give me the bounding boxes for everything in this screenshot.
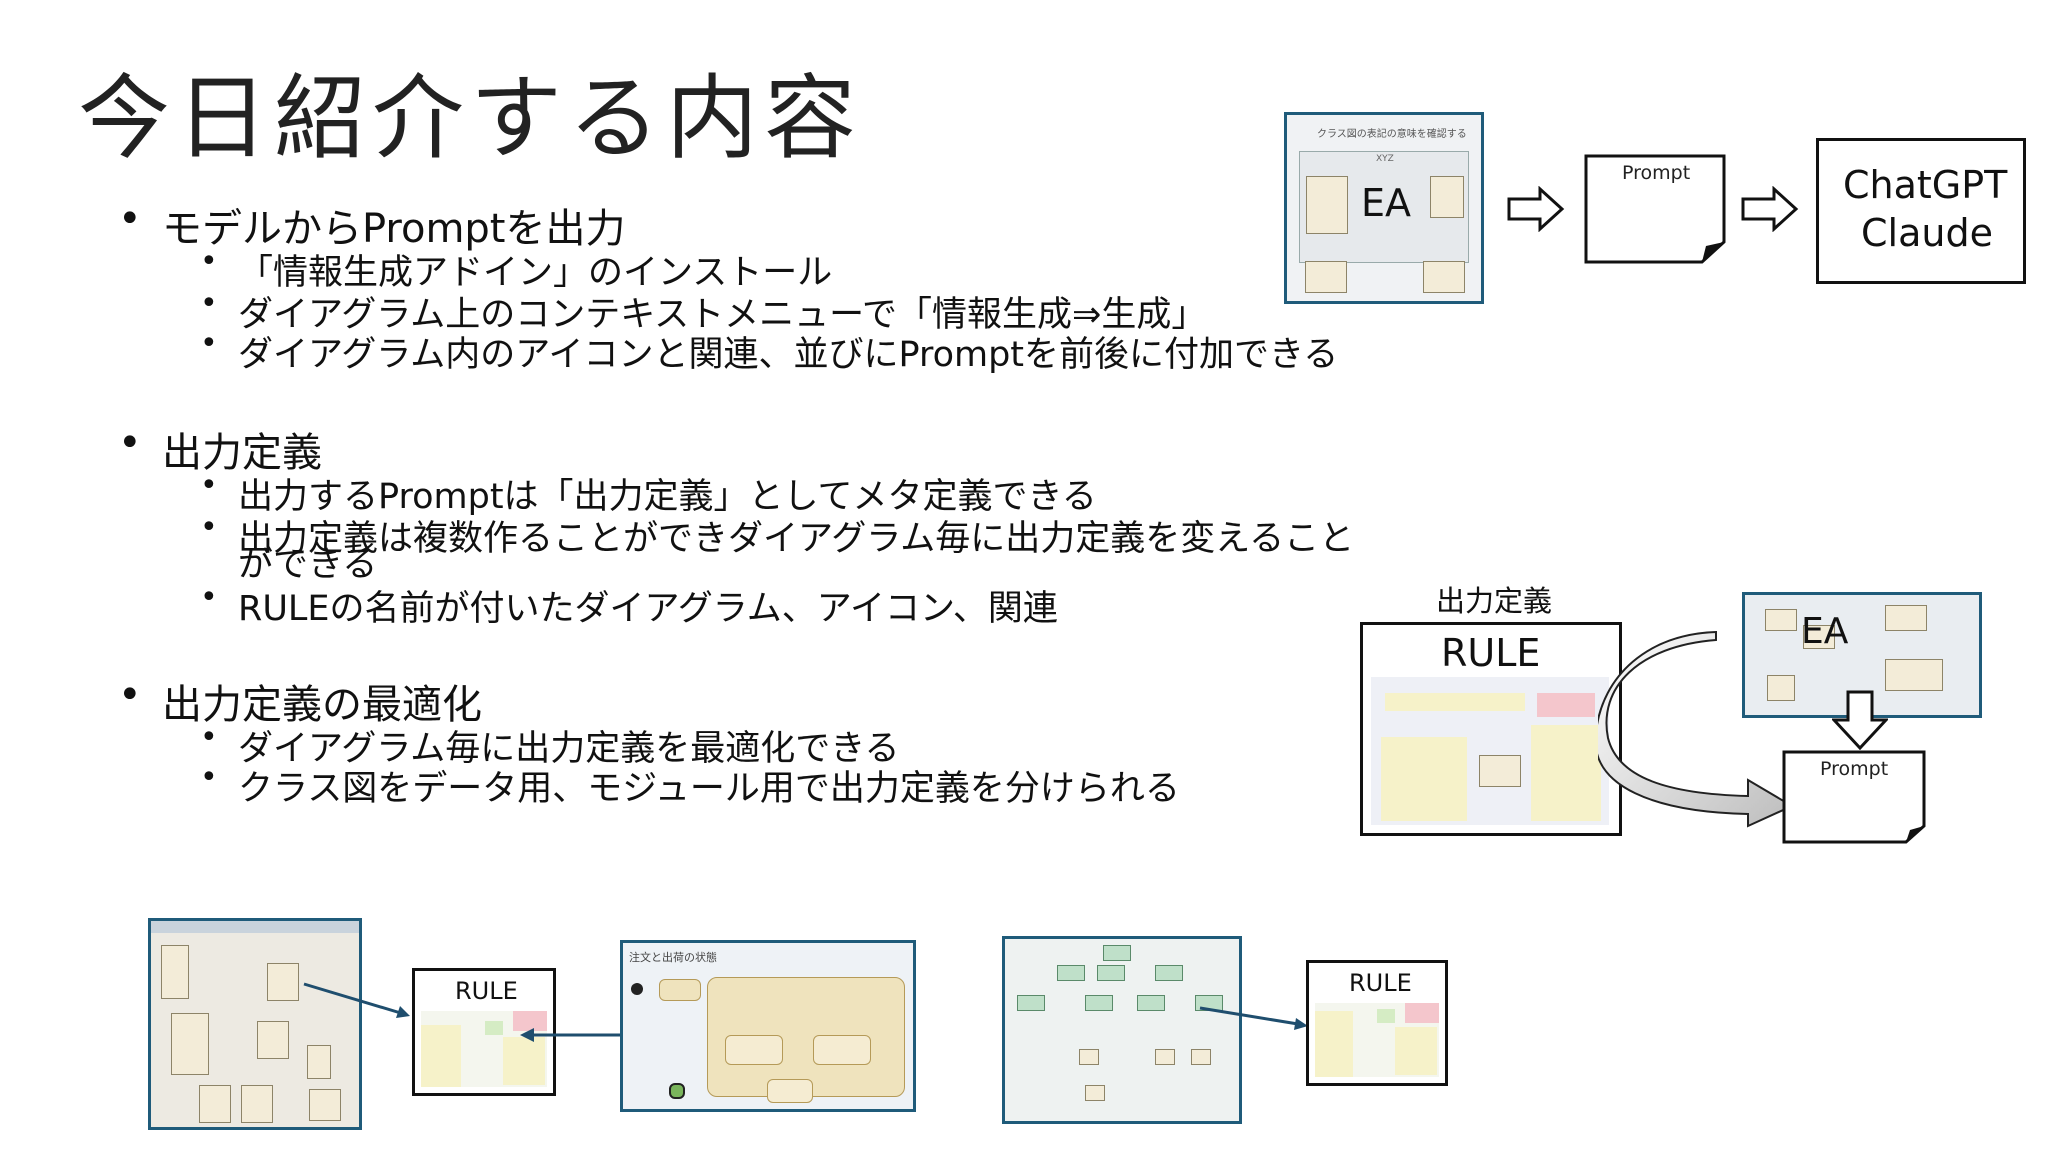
node bbox=[1155, 965, 1183, 981]
class-diagram-screenshot bbox=[148, 918, 362, 1130]
final-state bbox=[669, 1083, 685, 1099]
document-icon bbox=[1782, 750, 1926, 844]
prompt-label: Prompt bbox=[1820, 758, 1889, 780]
note bbox=[503, 1037, 545, 1085]
prompt-document: Prompt bbox=[1782, 750, 1926, 844]
definition-caption: 出力定義 bbox=[1436, 584, 1553, 618]
arrow-right-icon bbox=[1741, 186, 1799, 232]
note bbox=[485, 1021, 503, 1035]
llm-label-claude: Claude bbox=[1861, 211, 1993, 255]
ea-label: EA bbox=[1361, 181, 1412, 225]
state bbox=[813, 1035, 871, 1065]
class-box bbox=[199, 1085, 231, 1123]
class-box bbox=[1803, 625, 1835, 649]
arrow-right-icon bbox=[1507, 186, 1565, 232]
diagram-frame: XYZ bbox=[1299, 151, 1469, 263]
class-box bbox=[309, 1089, 341, 1121]
class-box bbox=[307, 1045, 331, 1079]
class-box bbox=[1885, 605, 1927, 631]
llm-label-chatgpt: ChatGPT bbox=[1843, 163, 2008, 207]
bullet-item: 出力定義は複数作ることができダイアグラム毎に出力定義を変えること bbox=[200, 510, 1354, 561]
node bbox=[1137, 995, 1165, 1011]
rule-definition-box: RULE bbox=[1360, 622, 1622, 836]
document-icon bbox=[1584, 154, 1726, 264]
arrow-down-icon bbox=[1832, 690, 1888, 750]
class-box-d bbox=[1423, 261, 1465, 293]
rule-box-left: RULE bbox=[412, 968, 556, 1096]
state bbox=[659, 979, 701, 1001]
node bbox=[1057, 965, 1085, 981]
arrow-connector bbox=[1199, 1006, 1308, 1030]
curved-arrow-icon bbox=[1598, 630, 1795, 828]
llm-box: ChatGPT Claude bbox=[1816, 138, 2026, 284]
note bbox=[1377, 1009, 1395, 1023]
note bbox=[1531, 725, 1601, 821]
slide-title: 今日紹介する内容 bbox=[78, 65, 863, 172]
arrow-connector bbox=[303, 982, 410, 1018]
class-box bbox=[1079, 1049, 1099, 1065]
state-diagram-screenshot: 注文と出荷の状態 bbox=[620, 940, 916, 1112]
class-box bbox=[267, 963, 299, 1001]
rule-screenshot bbox=[1315, 1003, 1439, 1077]
note bbox=[421, 1025, 461, 1087]
state bbox=[725, 1035, 783, 1065]
node bbox=[1103, 945, 1131, 961]
class-box bbox=[171, 1013, 209, 1075]
prompt-document: Prompt bbox=[1584, 154, 1726, 264]
class-box bbox=[257, 1021, 289, 1059]
bullet-item: RULEの名前が付いたダイアグラム、アイコン、関連 bbox=[200, 580, 1058, 631]
rule-box-right: RULE bbox=[1306, 960, 1448, 1086]
rule-label: RULE bbox=[1441, 631, 1541, 675]
bullet-item: クラス図をデータ用、モジュール用で出力定義を分けられる bbox=[200, 760, 1180, 811]
initial-state bbox=[631, 983, 643, 995]
rule-screenshot bbox=[1371, 677, 1609, 825]
node bbox=[1017, 995, 1045, 1011]
bullet-item-continuation: ができる bbox=[238, 545, 378, 585]
note bbox=[1405, 1003, 1439, 1023]
note bbox=[1381, 737, 1467, 821]
state-caption: 注文と出荷の状態 bbox=[629, 951, 717, 964]
note bbox=[1315, 1011, 1353, 1077]
note bbox=[1385, 693, 1525, 711]
class-box bbox=[1479, 755, 1521, 787]
screenshot-caption: クラス図の表記の意味を確認する bbox=[1317, 129, 1467, 140]
ea-label: EA bbox=[1801, 611, 1849, 652]
bullet-item: ダイアグラム内のアイコンと関連、並びにPromptを前後に付加できる bbox=[200, 326, 1338, 377]
class-box bbox=[241, 1085, 273, 1123]
usecase-diagram-screenshot bbox=[1002, 936, 1242, 1124]
note bbox=[513, 1011, 547, 1031]
title-bar bbox=[151, 921, 359, 933]
rule-label: RULE bbox=[1349, 969, 1412, 997]
rule-label: RULE bbox=[455, 977, 518, 1005]
class-box bbox=[1767, 675, 1795, 701]
rule-screenshot bbox=[421, 1011, 547, 1087]
node bbox=[1097, 965, 1125, 981]
class-box-c bbox=[1430, 176, 1464, 218]
class-box-a bbox=[1306, 176, 1348, 234]
class-box bbox=[1885, 659, 1943, 691]
class-box-b bbox=[1305, 261, 1347, 293]
class-box bbox=[1085, 1085, 1105, 1101]
state bbox=[767, 1079, 813, 1103]
note bbox=[1537, 693, 1595, 717]
class-box bbox=[161, 945, 189, 999]
ea-class-diagram-screenshot: クラス図の表記の意味を確認する XYZ EA bbox=[1284, 112, 1484, 304]
class-box bbox=[1191, 1049, 1211, 1065]
frame-label: XYZ bbox=[1376, 154, 1394, 164]
class-box bbox=[1765, 609, 1797, 631]
node bbox=[1085, 995, 1113, 1011]
prompt-label: Prompt bbox=[1622, 162, 1691, 184]
class-box bbox=[1155, 1049, 1175, 1065]
note bbox=[1395, 1027, 1437, 1075]
